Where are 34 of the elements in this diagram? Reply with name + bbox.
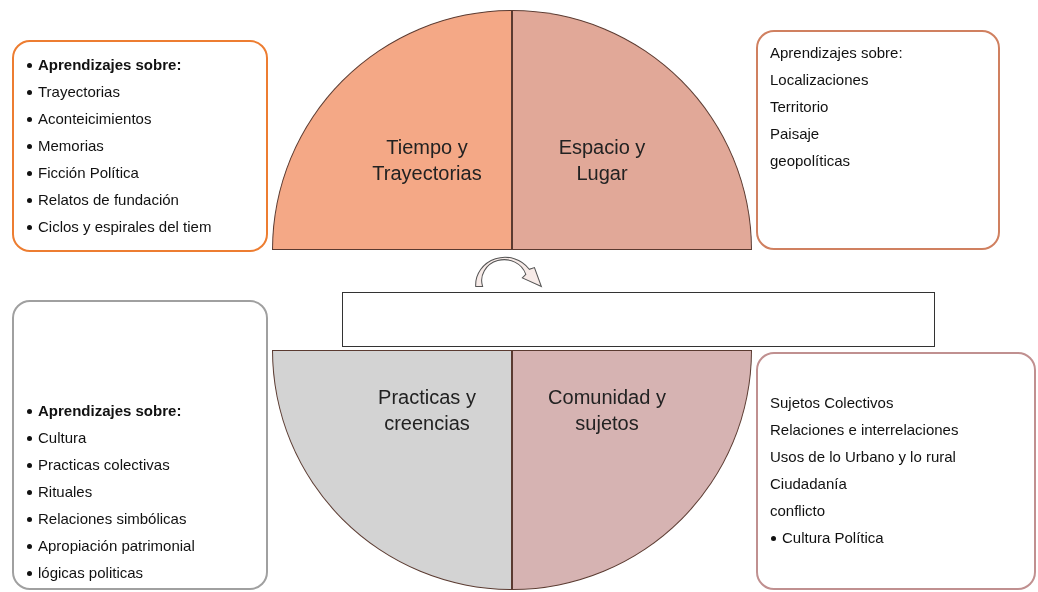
list-item: Localizaciones	[770, 71, 869, 89]
list-item: Relaciones e interrelaciones	[770, 421, 959, 439]
list-item: Trayectorias	[26, 83, 120, 101]
list-item: Apropiación patrimonial	[26, 537, 195, 555]
list-item: Cultura Política	[770, 529, 884, 547]
list-item: geopolíticas	[770, 152, 851, 170]
list-item: Usos de lo Urbano y lo rural	[770, 448, 956, 466]
list-item: Practicas colectivas	[26, 456, 170, 474]
callout-box	[12, 300, 268, 590]
list-item: Relatos de fundación	[26, 191, 179, 209]
list-item: Relaciones simbólicas	[26, 510, 187, 528]
list-heading: Aprendizajes sobre:	[26, 402, 182, 420]
list-item: Aconteicimientos	[26, 110, 152, 128]
callout-box	[12, 40, 268, 252]
list-item: Paisaje	[770, 125, 820, 143]
segment-title: Espacio y Lugar	[557, 135, 647, 186]
list-item: Territorio	[770, 98, 829, 116]
segment-title: Practicas y creencias	[377, 385, 477, 436]
list-item: Cultura	[26, 429, 87, 447]
list-item: lógicas politicas	[26, 564, 144, 582]
list-item: Ficción Política	[26, 164, 139, 182]
list-item: Ciclos y espirales del tiem	[26, 218, 212, 236]
list-heading: Aprendizajes sobre:	[770, 44, 903, 62]
list-item: Rituales	[26, 483, 93, 501]
list-item: Ciudadanía	[770, 475, 847, 493]
segment-title: Comunidad y sujetos	[547, 385, 667, 436]
empty-box	[342, 292, 935, 347]
list-item: conflicto	[770, 502, 826, 520]
segment-title: Tiempo y Trayectorias	[371, 135, 483, 186]
list-item: Memorias	[26, 137, 104, 155]
list-heading: Aprendizajes sobre:	[26, 56, 182, 74]
list-item: Sujetos Colectivos	[770, 394, 894, 412]
callout-box	[756, 30, 1000, 250]
callout-box	[756, 352, 1036, 590]
